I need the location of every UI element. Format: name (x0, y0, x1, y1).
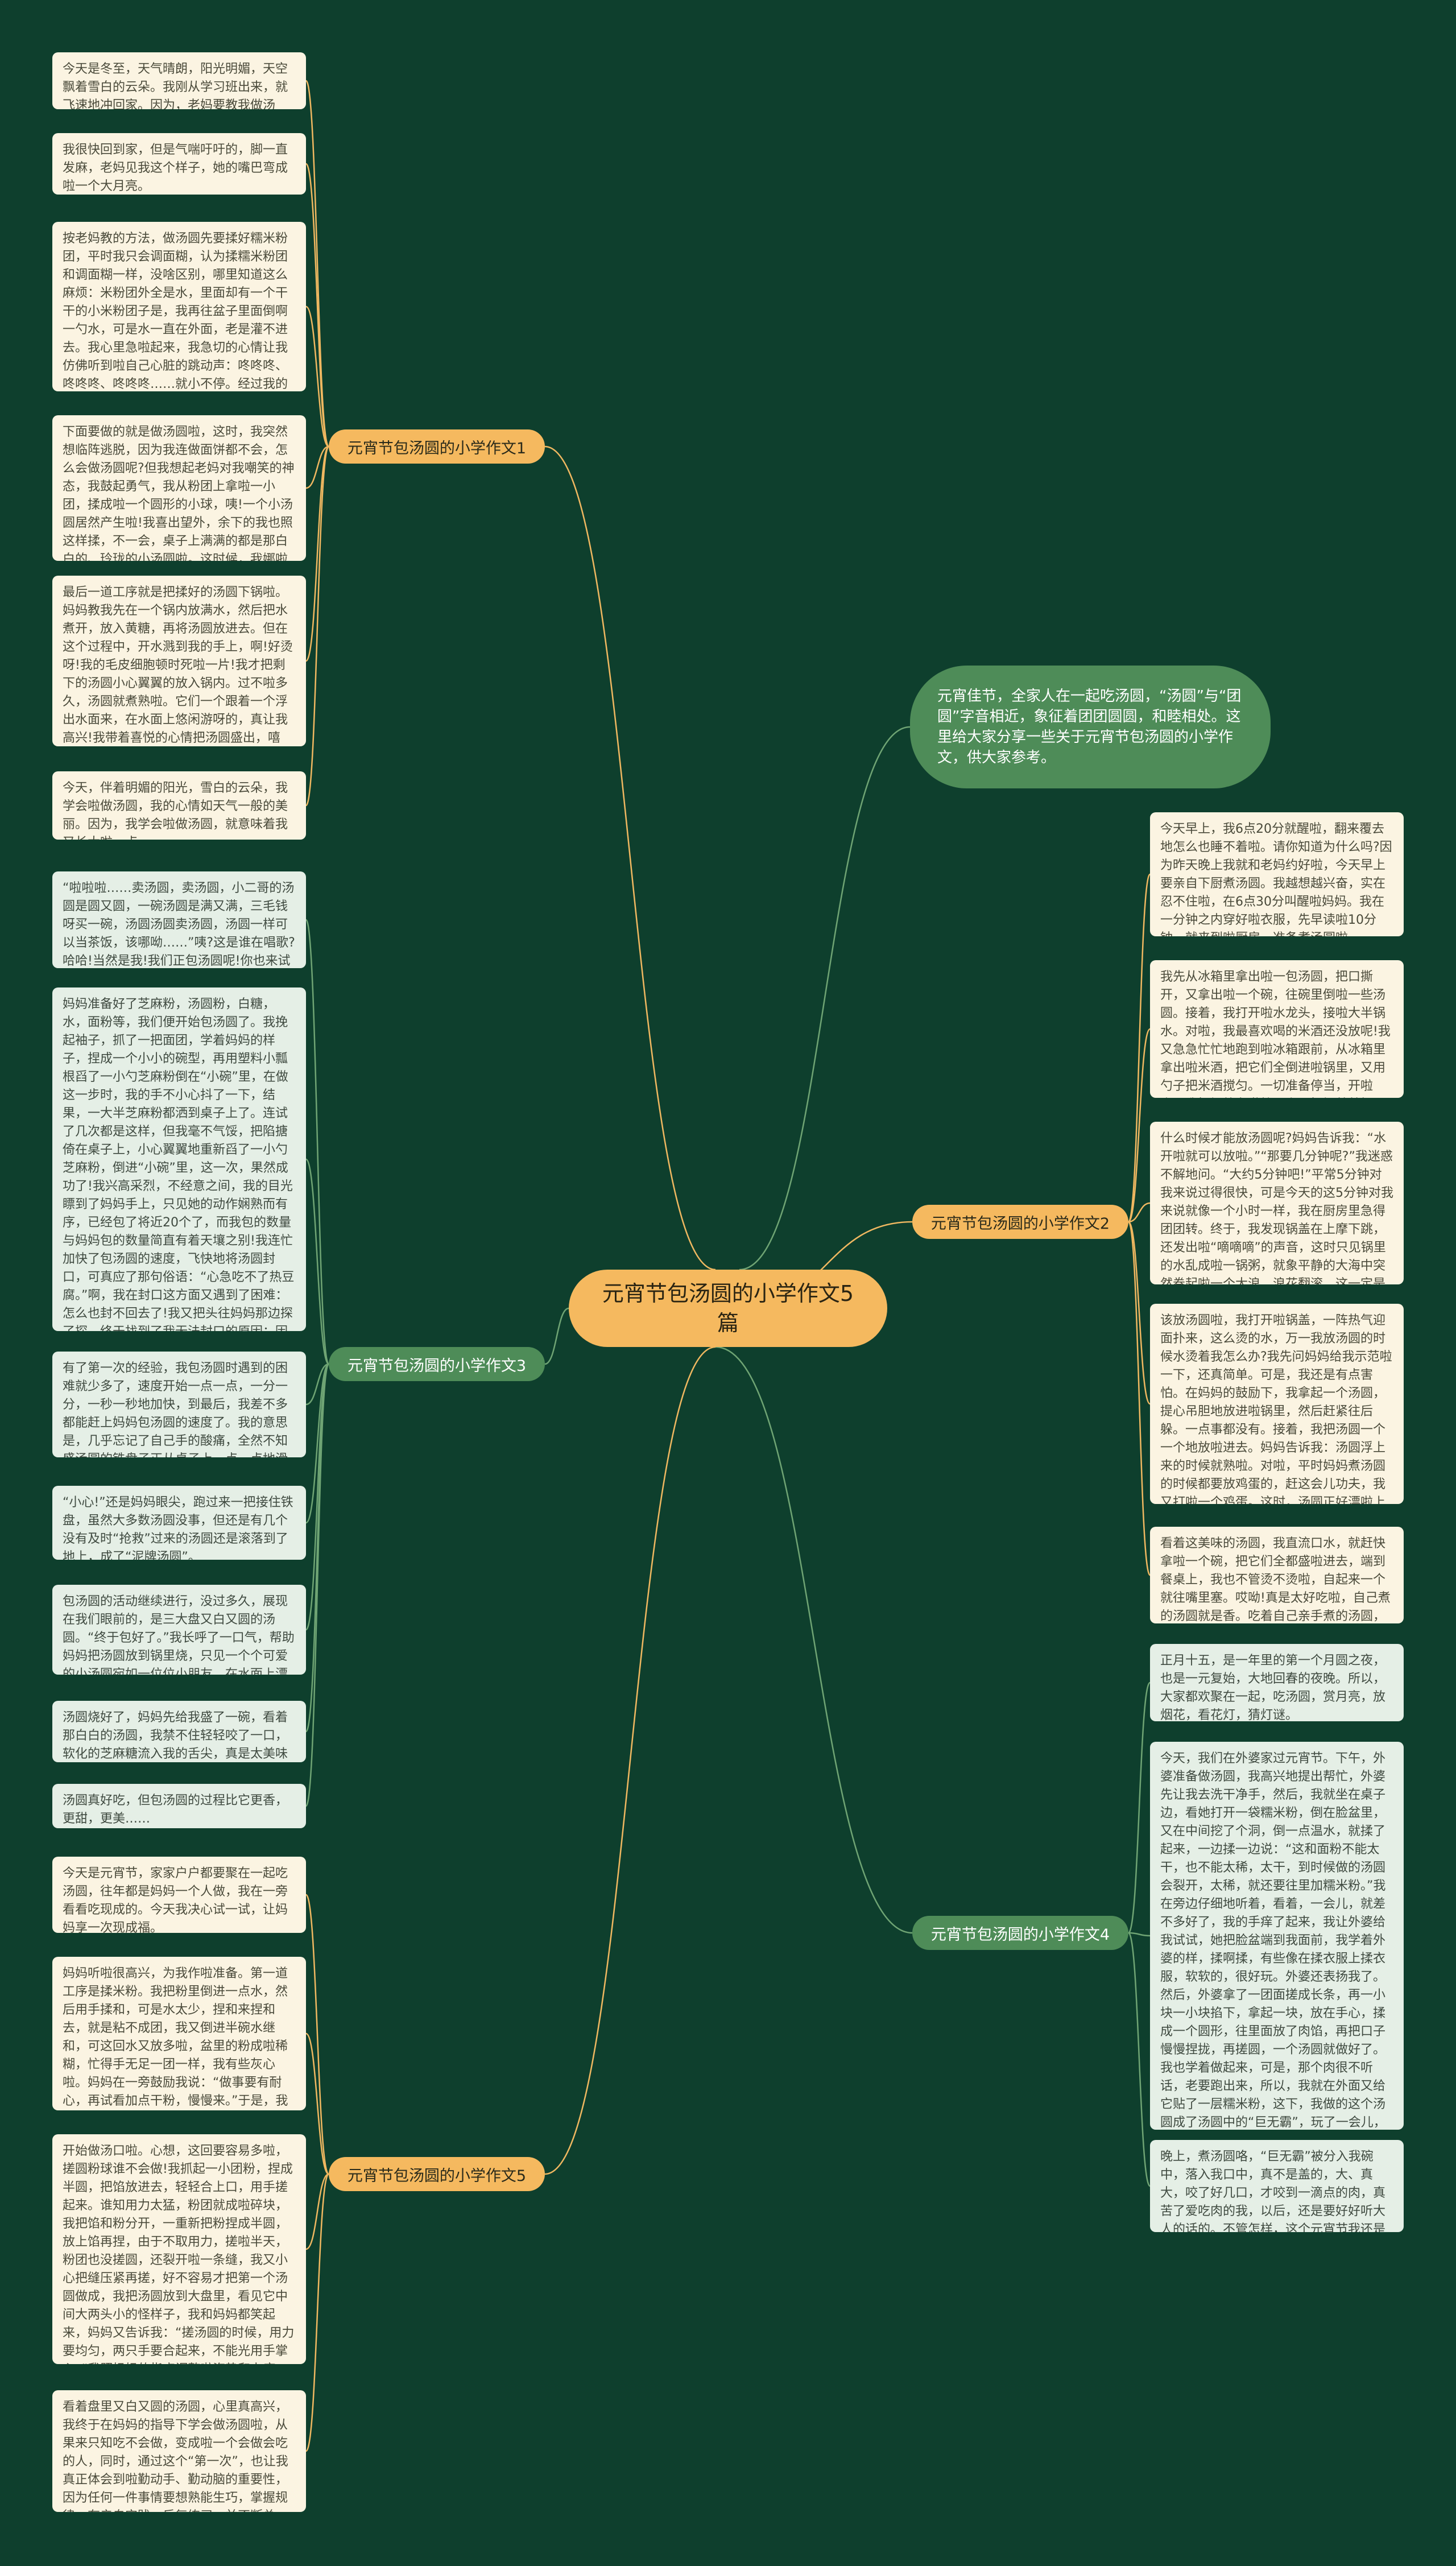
link-branch3-card2 (305, 1158, 330, 1365)
essay3-paragraph-4: “小心!”还是妈妈眼尖，跑过来一把接住铁盘，虽然大多数汤圆没事，但还是有几个没有… (52, 1486, 306, 1560)
essay3-paragraph-1: “啦啦啦……卖汤圆，卖汤圆，小二哥的汤圆是圆又圆，一碗汤圆是满又满，三毛钱呀买一… (52, 871, 306, 968)
essay5-paragraph-2: 妈妈听啦很高兴，为我作啦准备。第一道工序是揉米粉。我把粉里倒进一点水，然后用手揉… (52, 1957, 306, 2110)
link-branch3-card3 (305, 1363, 329, 1406)
link-branch4-card1 (1127, 1681, 1151, 1934)
link-branch1-card3 (305, 305, 329, 448)
link-center-branch-3 (544, 1307, 569, 1365)
essay2-paragraph-2: 我先从冰箱里拿出啦一包汤圆，把口撕开，又拿出啦一个碗，往碗里倒啦一些汤圆。接着，… (1150, 960, 1404, 1098)
essay4-paragraph-3: 晚上，煮汤圆咯，“巨无霸”被分入我碗中，落入我口中，真不是盖的，大、真大，咬了好… (1150, 2140, 1404, 2232)
essay3-paragraph-2: 妈妈准备好了芝麻粉，汤圆粉，白糖，水，面粉等，我们便开始包汤圆了。我挽起袖子，抓… (52, 987, 306, 1331)
essay5-paragraph-1: 今天是元宵节，家家户户都要聚在一起吃汤圆，往年都是妈妈一个人做，我在一旁看看吃现… (52, 1857, 306, 1933)
link-branch1-card2 (305, 163, 330, 448)
essay2-paragraph-5: 看着这美味的汤圆，我直流口水，就赶快拿啦一个碗，把它们全都盛啦进去，端到餐桌上，… (1150, 1527, 1404, 1623)
essay3-paragraph-3: 有了第一次的经验，我包汤圆时遇到的困难就少多了，速度开始一点一点，一分一分，一秒… (52, 1352, 306, 1457)
essay4-paragraph-2: 今天，我们在外婆家过元宵节。下午，外婆准备做汤圆，我高兴地提出帮忙，外婆先让我去… (1150, 1742, 1404, 2130)
link-branch2-card2 (1127, 1028, 1151, 1223)
essay1-paragraph-3: 按老妈教的方法，做汤圆先要揉好糯米粉团，平时我只会调面糊，认为揉糯米粉团和调面糊… (52, 222, 306, 391)
link-center-branch-5 (544, 1346, 716, 2175)
link-branch4-card3 (1127, 1932, 1151, 2187)
branch-essay-1[interactable]: 元宵节包汤圆的小学作文1 (329, 429, 545, 464)
essay3-paragraph-5: 包汤圆的活动继续进行，没过多久，展现在我们眼前的，是三大盘又白又圆的汤圆。“终于… (52, 1585, 306, 1675)
link-branch5-card4 (305, 2173, 330, 2452)
link-branch5-card1 (305, 1894, 330, 2175)
link-branch2-card5 (1127, 1221, 1151, 1576)
mindmap-center-topic: 元宵节包汤圆的小学作文5篇 (569, 1270, 887, 1347)
essay1-paragraph-1: 今天是冬至，天气晴朗，阳光明媚，天空飘着雪白的云朵。我刚从学习班出来，就飞速地冲… (52, 52, 306, 109)
link-branch1-card6 (305, 445, 330, 807)
link-center-branch-4 (715, 1346, 913, 1934)
essay3-paragraph-6: 汤圆烧好了，妈妈先给我盛了一碗，看着那白白的汤圆，我禁不住轻轻咬了一口，软化的芝… (52, 1701, 306, 1762)
essay5-paragraph-4: 看着盘里又白又圆的汤圆，心里真高兴，我终于在妈妈的指导下学会做汤圆啦，从果来只知… (52, 2390, 306, 2512)
essay2-paragraph-3: 什么时候才能放汤圆呢?妈妈告诉我：“水开啦就可以放啦。”“那要几分钟呢?”我迷惑… (1150, 1122, 1404, 1284)
intro-summary-node: 元宵佳节，全家人在一起吃汤圆，“汤圆”与“团圆”字音相近，象征着团团圆圆，和睦相… (910, 666, 1271, 788)
branch-essay-2[interactable]: 元宵节包汤圆的小学作文2 (912, 1205, 1128, 1239)
link-branch1-card1 (305, 80, 330, 448)
essay1-paragraph-4: 下面要做的就是做汤圆啦，这时，我突然想临阵逃脱，因为我连做面饼都不会，怎么会做汤… (52, 415, 306, 561)
link-branch2-card4 (1127, 1221, 1151, 1405)
link-center-intro (739, 726, 911, 1271)
essay1-paragraph-2: 我很快回到家，但是气喘吁吁的，脚一直发麻，老妈见我这个样子，她的嘴巴弯成啦一个大… (52, 133, 306, 195)
branch-essay-5[interactable]: 元宵节包汤圆的小学作文5 (329, 2157, 545, 2191)
branch-essay-3[interactable]: 元宵节包汤圆的小学作文3 (329, 1347, 545, 1381)
link-branch4-card2 (1128, 1932, 1151, 1937)
essay1-paragraph-5: 最后一道工序就是把揉好的汤圆下锅啦。妈妈教我先在一个锅内放满水，然后把水煮开，放… (52, 576, 306, 746)
essay3-paragraph-7: 汤圆真好吃，但包汤圆的过程比它更香，更甜，更美…… (52, 1784, 306, 1828)
link-branch2-card1 (1127, 873, 1151, 1223)
link-center-branch-1 (544, 445, 716, 1271)
link-branch1-card5 (305, 445, 330, 662)
branch-essay-4[interactable]: 元宵节包汤圆的小学作文4 (912, 1916, 1128, 1950)
link-branch2-card3 (1128, 1202, 1151, 1223)
essay5-paragraph-3: 开始做汤口啦。心想，这回要容易多啦，搓圆粉球谁不会做!我抓起一小团粉，捏成半圆，… (52, 2134, 306, 2364)
essay4-paragraph-1: 正月十五，是一年里的第一个月圆之夜，也是一元复始，大地回春的夜晚。所以，大家都欢… (1150, 1644, 1404, 1721)
link-branch5-card3 (305, 2173, 329, 2250)
essay2-paragraph-4: 该放汤圆啦，我打开啦锅盖，一阵热气迎面扑来，这么烫的水，万一我放汤圆的时候水烫着… (1150, 1304, 1404, 1504)
essay2-paragraph-1: 今天早上，我6点20分就醒啦，翻来覆去地怎么也睡不着啦。请你知道为什么吗?因为昨… (1150, 812, 1404, 936)
link-branch3-card6 (305, 1363, 330, 1733)
link-branch1-card4 (305, 445, 329, 489)
link-branch3-card1 (305, 919, 330, 1365)
link-branch5-card2 (305, 2032, 329, 2175)
link-branch3-card7 (305, 1363, 330, 1807)
link-branch3-card4 (305, 1363, 330, 1524)
essay1-paragraph-6: 今天，伴着明媚的阳光，雪白的云朵，我学会啦做汤圆，我的心情如天气一般的美丽。因为… (52, 771, 306, 840)
